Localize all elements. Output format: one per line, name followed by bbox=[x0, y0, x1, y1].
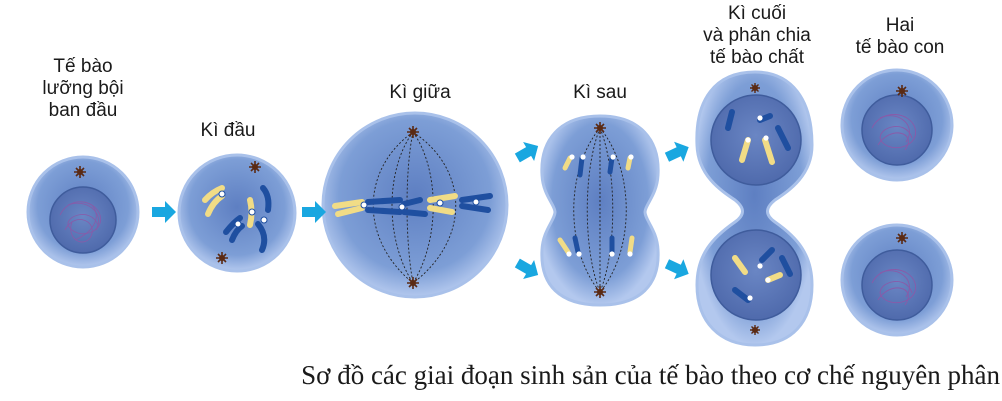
chromatids-lower bbox=[557, 235, 635, 255]
label-anaphase-line-1: Kì sau bbox=[573, 82, 627, 103]
centromere bbox=[566, 251, 572, 257]
label-prophase-line-1: Kì đầu bbox=[200, 120, 256, 141]
arrow-icon bbox=[664, 141, 689, 162]
chromosome-blue bbox=[223, 185, 272, 253]
centromere bbox=[569, 154, 575, 160]
centrosome bbox=[216, 252, 228, 264]
centromere bbox=[234, 220, 242, 228]
label-daughter-cells: Hai tế bào con bbox=[835, 15, 965, 59]
centromere bbox=[763, 135, 769, 141]
centrosome bbox=[407, 126, 419, 138]
centromere bbox=[580, 154, 586, 160]
arrows bbox=[152, 141, 689, 280]
nucleus bbox=[861, 94, 933, 166]
chromatids-upper bbox=[562, 155, 633, 178]
centromere bbox=[765, 277, 771, 283]
chromatin-tangle bbox=[59, 201, 102, 243]
arrow-icon bbox=[152, 201, 176, 223]
centromere bbox=[260, 216, 268, 224]
label-initial-line-3: ban đầu bbox=[48, 100, 118, 121]
centromere bbox=[398, 203, 406, 211]
centrosome bbox=[249, 161, 261, 173]
label-metaphase: Kì giữa bbox=[370, 82, 470, 104]
initial-cell bbox=[26, 155, 140, 269]
nucleus-lower bbox=[710, 229, 802, 321]
centrosome bbox=[896, 85, 908, 97]
label-telophase-line-1: Kì cuối bbox=[727, 3, 787, 24]
nucleus bbox=[861, 249, 933, 321]
centrosome bbox=[594, 122, 606, 134]
spindle-fibers bbox=[573, 127, 627, 293]
label-initial-line-1: Tế bào bbox=[53, 56, 113, 77]
label-telophase-line-2: và phân chia bbox=[703, 25, 811, 46]
metaphase-cell bbox=[321, 111, 509, 299]
label-prophase: Kì đầu bbox=[178, 120, 278, 142]
daughter-cell-upper bbox=[840, 68, 954, 182]
label-daughters-line-2: tế bào con bbox=[855, 37, 945, 58]
centromere bbox=[436, 199, 444, 207]
centrosome bbox=[896, 232, 908, 244]
centromere bbox=[757, 263, 763, 269]
prophase-cell bbox=[177, 153, 297, 273]
centromere bbox=[248, 208, 256, 216]
label-initial-line-2: lưỡng bội bbox=[42, 78, 124, 99]
label-initial-cell: Tế bào lưỡng bội ban đầu bbox=[28, 56, 138, 122]
arrow-icon bbox=[514, 258, 539, 280]
label-telophase: Kì cuối và phân chia tế bào chất bbox=[682, 3, 832, 69]
centromere bbox=[576, 251, 582, 257]
arrow-icon bbox=[302, 201, 326, 223]
label-telophase-line-3: tế bào chất bbox=[709, 47, 805, 68]
centromere bbox=[610, 154, 616, 160]
anaphase-cell bbox=[540, 114, 660, 307]
centromere bbox=[218, 190, 226, 198]
chromatin-tangle bbox=[871, 269, 916, 306]
centromere bbox=[472, 198, 480, 206]
label-anaphase: Kì sau bbox=[550, 82, 650, 104]
nucleus-upper bbox=[710, 94, 802, 186]
centrosome bbox=[750, 325, 760, 335]
chromatin-tangle bbox=[871, 114, 916, 151]
centromere bbox=[609, 251, 615, 257]
centromere bbox=[628, 154, 634, 160]
label-metaphase-line-1: Kì giữa bbox=[389, 82, 451, 103]
daughter-cell-lower bbox=[840, 223, 954, 337]
centromere bbox=[627, 251, 633, 257]
centromere bbox=[360, 201, 368, 209]
centromere bbox=[745, 137, 751, 143]
centrosome bbox=[750, 83, 760, 93]
label-daughters-line-1: Hai bbox=[885, 15, 915, 36]
centromere bbox=[757, 115, 763, 121]
centromere bbox=[747, 295, 753, 301]
centrosome bbox=[74, 166, 86, 178]
arrow-icon bbox=[514, 141, 539, 163]
diagram-caption: Sơ đồ các giai đoạn sinh sản của tế bào … bbox=[301, 360, 1000, 390]
telophase-cell bbox=[695, 70, 814, 347]
centrosome bbox=[594, 286, 606, 298]
arrow-icon bbox=[664, 259, 689, 280]
chromosomes-equator bbox=[332, 193, 493, 217]
centrosome bbox=[407, 277, 419, 289]
